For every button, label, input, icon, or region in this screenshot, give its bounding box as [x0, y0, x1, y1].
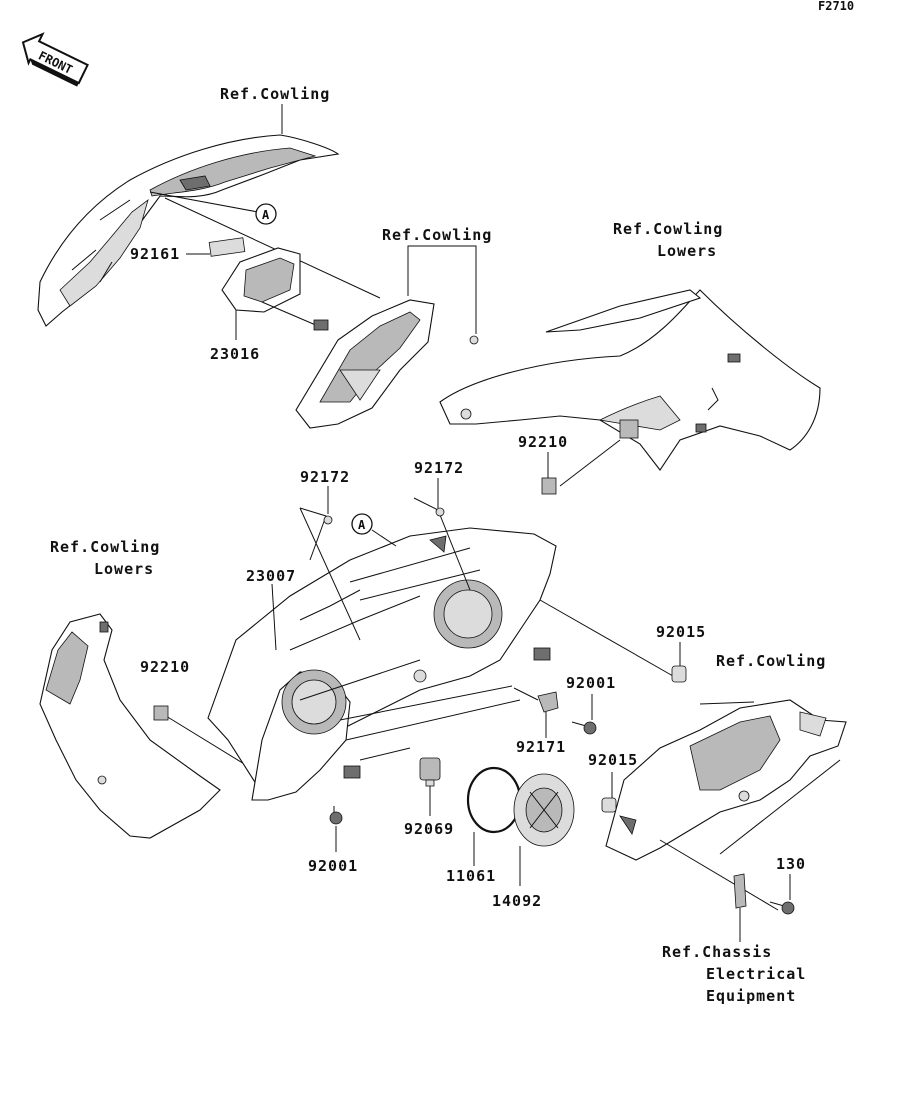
part-number-92172-left: 92172 [300, 468, 350, 486]
part-number-23016: 23016 [210, 345, 260, 363]
right-lower-cowling-part [439, 289, 821, 471]
gasket-11061-part [466, 766, 522, 834]
part-number-92015-bottom: 92015 [588, 751, 638, 769]
leader-line [339, 685, 513, 721]
figure-code: F2710 [818, 0, 854, 13]
part-number-130: 130 [776, 855, 806, 873]
leader-line [165, 715, 255, 771]
part-number-92001-right: 92001 [566, 674, 616, 692]
part-number-11061: 11061 [446, 867, 496, 885]
clip-92210-left-part [153, 705, 169, 721]
clamp-92171-part [537, 691, 559, 713]
ref-marker-a-middle: A [351, 513, 397, 547]
leader-line [559, 439, 621, 487]
leader-line [164, 197, 381, 299]
front-direction-badge: FRONT [21, 32, 89, 87]
leader-line [513, 687, 539, 701]
cap-14092-part [513, 773, 575, 847]
leader-line [359, 747, 411, 761]
label-ref-cowling-top: Ref.Cowling [220, 85, 330, 103]
label-ref-chassis-line3: Equipment [706, 987, 796, 1005]
leader-line [539, 599, 681, 681]
screw-92172-part [323, 515, 333, 525]
bulb-92069-part [419, 757, 441, 787]
headlight-assembly-23007-part [207, 527, 557, 801]
part-number-92171: 92171 [516, 738, 566, 756]
leader-line [345, 699, 521, 741]
part-number-23007: 23007 [246, 567, 296, 585]
ref-marker-a-top: A [255, 203, 277, 225]
label-ref-cowling-right: Ref.Cowling [716, 652, 826, 670]
label-ref-chassis-line2: Electrical [706, 965, 806, 983]
position-lamp-23016-part [221, 247, 329, 331]
leader-line [299, 507, 327, 561]
leader-line [659, 839, 779, 911]
svg-text:A: A [358, 518, 366, 532]
clip-92210-part [541, 477, 557, 495]
collar-92015-bottom-part [601, 797, 617, 813]
bolt-92001-right-part [571, 721, 597, 735]
part-number-92210-right: 92210 [518, 433, 568, 451]
part-number-92069: 92069 [404, 820, 454, 838]
leader-line [719, 759, 841, 855]
part-number-92015-top: 92015 [656, 623, 706, 641]
part-number-92210-left: 92210 [140, 658, 190, 676]
upper-cowling-part [37, 134, 340, 327]
part-number-14092: 14092 [492, 892, 542, 910]
part-number-92001-bottom: 92001 [308, 857, 358, 875]
leader-line [407, 245, 477, 334]
label-ref-cowling-lowers-left-line2: Lowers [94, 560, 154, 578]
bolt-92001-bottom-part [329, 806, 343, 825]
right-bracket-part [605, 699, 847, 861]
label-ref-cowling-lowers-left-line1: Ref.Cowling [50, 538, 160, 556]
label-ref-chassis-line1: Ref.Chassis [662, 943, 772, 961]
inner-cowling-part [295, 299, 435, 429]
collar-92015-part [671, 665, 687, 683]
leader-line [149, 191, 259, 213]
part-number-92172-right: 92172 [414, 459, 464, 477]
leader-line [271, 583, 277, 651]
label-ref-cowling-lowers-right-line1: Ref.Cowling [613, 220, 723, 238]
screw-92172-part [435, 507, 445, 517]
label-ref-cowling-mid: Ref.Cowling [382, 226, 492, 244]
screw-part [469, 335, 479, 345]
pad-92161-part [208, 237, 246, 257]
label-ref-cowling-lowers-right-line2: Lowers [657, 242, 717, 260]
part-number-92161: 92161 [130, 245, 180, 263]
leader-line [299, 507, 361, 641]
left-lower-cowling-part [39, 613, 221, 839]
bracket-clip-part [733, 873, 747, 909]
svg-text:A: A [262, 208, 270, 222]
leader-line [699, 701, 755, 705]
bolt-130-part [769, 901, 795, 915]
